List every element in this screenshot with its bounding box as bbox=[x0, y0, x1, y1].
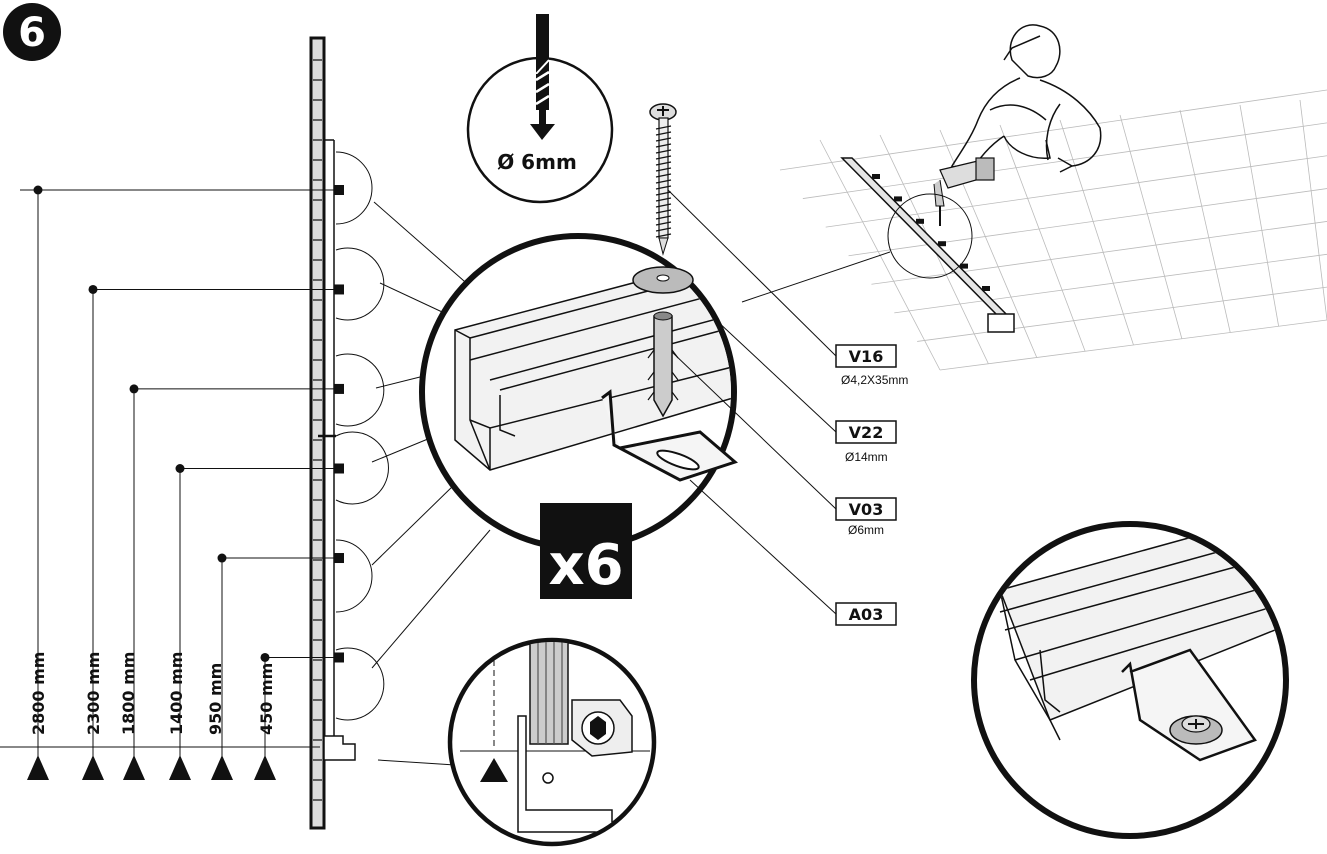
part-spec: Ø6mm bbox=[848, 523, 884, 537]
measurement-label-1800: 1800 mm bbox=[119, 652, 138, 735]
part-spec: Ø4,2X35mm bbox=[841, 373, 908, 387]
floor-grid bbox=[779, 89, 1327, 371]
measurement-lines bbox=[20, 185, 344, 780]
part-A03: A03 bbox=[835, 602, 897, 626]
quantity-badge: x6 bbox=[540, 503, 632, 599]
callout-leaders bbox=[371, 201, 491, 766]
part-leaders bbox=[667, 189, 837, 615]
part-code: V22 bbox=[849, 423, 884, 442]
measurement-label-2800: 2800 mm bbox=[29, 652, 48, 735]
step-number: 6 bbox=[18, 10, 46, 56]
vertical-rail bbox=[309, 36, 356, 830]
foot-detail bbox=[447, 637, 657, 847]
measurement-2300 bbox=[82, 284, 344, 780]
measurement-2800 bbox=[20, 185, 344, 780]
measurement-label-1400: 1400 mm bbox=[167, 652, 186, 735]
floor-marker-icon bbox=[123, 755, 145, 780]
measurement-450 bbox=[254, 652, 344, 780]
washer-icon bbox=[632, 266, 694, 294]
floor-marker-icon bbox=[480, 758, 508, 782]
quantity-label: x6 bbox=[548, 533, 623, 598]
rail-foot bbox=[323, 735, 356, 761]
part-code: V16 bbox=[849, 347, 884, 366]
part-spec: Ø14mm bbox=[845, 450, 888, 464]
measurement-label-950: 950 mm bbox=[206, 663, 225, 735]
callout-circles bbox=[335, 151, 389, 721]
step-number-icon: 6 bbox=[3, 3, 61, 61]
measurement-label-2300: 2300 mm bbox=[84, 652, 103, 735]
floor-zoom-leader bbox=[741, 251, 891, 303]
measurement-1800 bbox=[123, 383, 344, 780]
floor-marker-icon bbox=[82, 755, 104, 780]
rail-detail bbox=[419, 233, 739, 551]
floor-zoom-circle bbox=[887, 193, 973, 279]
drill-bit-icon bbox=[530, 14, 555, 140]
part-V22: V22 Ø14mm bbox=[835, 420, 897, 464]
screw-icon bbox=[649, 103, 677, 256]
part-code: A03 bbox=[849, 605, 884, 624]
measurement-1400 bbox=[169, 463, 344, 780]
measurement-labels: 2800 mm 2300 mm 1800 mm 1400 mm 950 mm 4… bbox=[29, 652, 276, 735]
drill-icon bbox=[933, 157, 995, 226]
worker-icon bbox=[950, 24, 1102, 175]
part-code: V03 bbox=[849, 500, 884, 519]
measurement-label-450: 450 mm bbox=[257, 663, 276, 735]
drill-bit-badge: Ø 6mm bbox=[466, 14, 614, 204]
part-V16: V16 Ø4,2X35mm bbox=[835, 344, 908, 387]
part-V03: V03 Ø6mm bbox=[835, 497, 897, 537]
bracket-detail bbox=[971, 521, 1289, 839]
wall-plug-icon bbox=[647, 311, 679, 418]
bracket-icon bbox=[601, 389, 739, 482]
floor-marker-icon bbox=[254, 755, 276, 780]
drill-bit-label: Ø 6mm bbox=[497, 150, 577, 174]
floor-marker-icon bbox=[27, 755, 49, 780]
part-labels: V16 Ø4,2X35mm V22 Ø14mm V03 Ø6mm A03 bbox=[835, 344, 908, 626]
floor-marker-icon bbox=[211, 755, 233, 780]
floor-rail bbox=[840, 157, 1015, 333]
measurement-950 bbox=[211, 553, 344, 780]
floor-marker-icon bbox=[169, 755, 191, 780]
